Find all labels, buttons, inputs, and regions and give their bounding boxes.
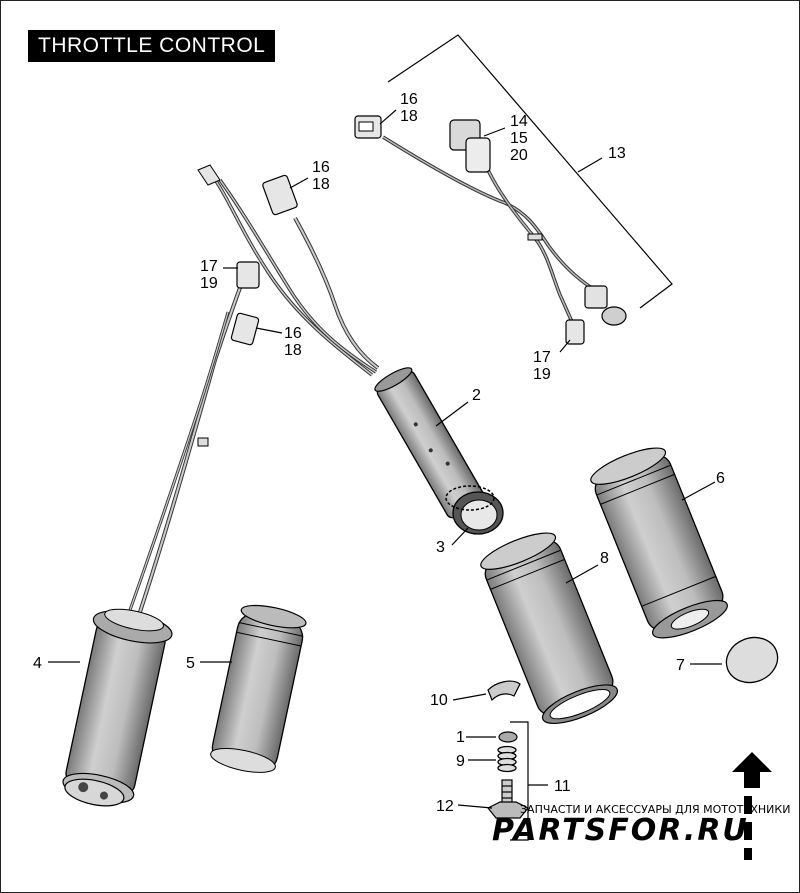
callout-19-b: 19 (533, 366, 551, 383)
callouts: 2 3 4 5 6 7 8 10 1 9 11 12 13 14 15 20 1… (33, 91, 725, 815)
callout-2: 2 (472, 387, 481, 404)
washer-1 (498, 731, 518, 743)
clip-10 (487, 680, 521, 702)
callout-3: 3 (436, 539, 445, 556)
throttle-gear-3 (445, 485, 504, 535)
callout-1: 1 (456, 729, 465, 746)
callout-11: 11 (554, 778, 571, 795)
callout-18-b: 18 (312, 176, 330, 193)
watermark-brand: PARTSFOR.RU (492, 813, 749, 848)
spring-9 (497, 745, 517, 773)
callout-9: 9 (456, 753, 465, 770)
end-cap-7 (725, 636, 779, 684)
page-title: THROTTLE CONTROL (28, 30, 276, 62)
grip-wire (128, 261, 260, 613)
callout-10: 10 (430, 692, 448, 709)
callout-14: 14 (510, 113, 528, 130)
watermark-tagline: ЗАПЧАСТИ И АКСЕССУАРЫ ДЛЯ МОТОТЕХНИКИ (520, 803, 790, 816)
front-arrow-icon (732, 752, 772, 860)
callout-18-a: 18 (400, 108, 418, 125)
callout-19-a: 19 (200, 275, 218, 292)
callout-12: 12 (436, 798, 454, 815)
callout-8: 8 (600, 550, 609, 567)
callout-16-b: 16 (312, 159, 330, 176)
grip-5 (210, 604, 307, 773)
callout-16-c: 16 (284, 325, 302, 342)
wiring-harness (197, 164, 380, 377)
callout-4: 4 (33, 655, 42, 672)
callout-17-b: 17 (533, 349, 551, 366)
bracket-11 (510, 721, 548, 841)
callout-18-c: 18 (284, 342, 302, 359)
leader-lines (48, 109, 722, 809)
callout-5: 5 (186, 655, 195, 672)
grip-8 (480, 532, 618, 725)
callout-17-a: 17 (200, 258, 218, 275)
watermark: ЗАПЧАСТИ И АКСЕССУАРЫ ДЛЯ МОТОТЕХНИКИ PA… (492, 803, 790, 848)
callout-6: 6 (716, 470, 725, 487)
callout-20: 20 (510, 147, 528, 164)
callout-7: 7 (676, 657, 685, 674)
adjuster-screw-12 (487, 779, 529, 819)
throttle-grip-4 (62, 608, 173, 807)
callout-15: 15 (510, 130, 528, 147)
harness-13 (354, 115, 627, 345)
callout-13: 13 (608, 145, 626, 162)
grip-6 (590, 447, 728, 639)
callout-16-a: 16 (400, 91, 418, 108)
bracket-13 (387, 34, 673, 309)
